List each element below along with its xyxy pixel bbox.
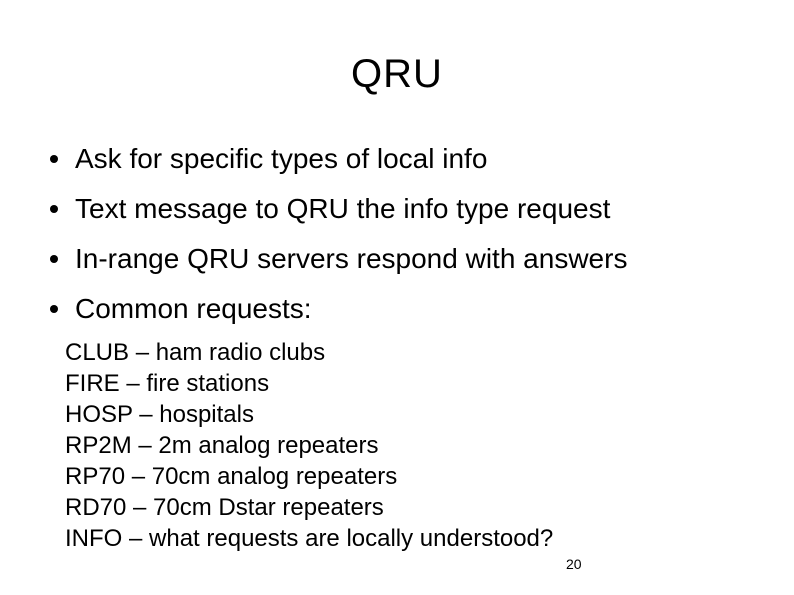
bullet-list: Ask for specific types of local info Tex…	[50, 137, 627, 337]
bullet-item: Ask for specific types of local info	[50, 137, 627, 187]
bullet-item: Text message to QRU the info type reques…	[50, 187, 627, 237]
request-item: CLUB – ham radio clubs	[65, 339, 326, 366]
request-item: INFO – what requests are locally underst…	[65, 525, 554, 552]
request-item: RP70 – 70cm analog repeaters	[65, 463, 398, 490]
bullet-item: Common requests:	[50, 287, 627, 337]
slide-number: 20	[566, 556, 582, 572]
bullet-text: In-range QRU servers respond with answer…	[75, 243, 628, 274]
bullet-dot-icon	[50, 205, 58, 213]
request-item: HOSP – hospitals	[65, 401, 254, 428]
request-item: RD70 – 70cm Dstar repeaters	[65, 494, 384, 521]
bullet-dot-icon	[50, 305, 58, 313]
slide-title: QRU	[351, 52, 443, 96]
bullet-text: Text message to QRU the info type reques…	[75, 193, 611, 224]
bullet-text: Ask for specific types of local info	[75, 143, 488, 174]
bullet-dot-icon	[50, 155, 58, 163]
request-list: CLUB – ham radio clubs FIRE – fire stati…	[65, 337, 553, 554]
bullet-item: In-range QRU servers respond with answer…	[50, 237, 627, 287]
bullet-text: Common requests:	[75, 293, 312, 324]
request-item: FIRE – fire stations	[65, 370, 270, 397]
request-item: RP2M – 2m analog repeaters	[65, 432, 379, 459]
bullet-dot-icon	[50, 255, 58, 263]
